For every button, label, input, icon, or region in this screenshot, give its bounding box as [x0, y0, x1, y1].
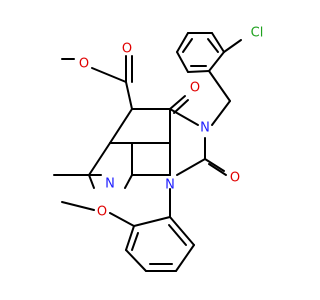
atom-n1: N — [165, 178, 175, 193]
molecule-structure: Cl O O O N O N N O — [53, 26, 263, 272]
atom-o-c2: O — [230, 171, 240, 186]
atom-o-ester-carbonyl: O — [122, 42, 132, 57]
atom-n3: N — [200, 121, 210, 136]
atom-o-methoxy: O — [97, 205, 107, 220]
atom-n8: N — [105, 177, 115, 192]
atom-o-ester-ether: O — [79, 57, 89, 72]
atom-cl: Cl — [251, 26, 264, 41]
bond-skeleton — [53, 32, 242, 272]
atom-labels: Cl O O O N O N N O — [79, 26, 263, 220]
atom-o-c4: O — [190, 81, 200, 96]
